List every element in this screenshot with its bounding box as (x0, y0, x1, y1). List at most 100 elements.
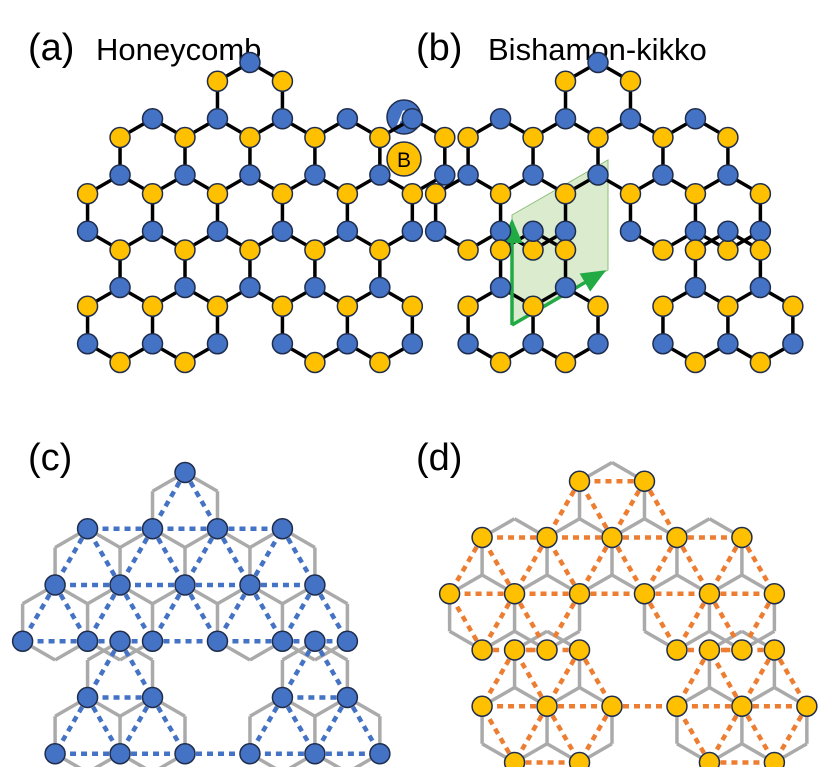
site-a (271, 220, 294, 242)
site-b (503, 639, 526, 661)
site-a (239, 574, 261, 596)
site-a (76, 220, 99, 242)
site-a (434, 164, 456, 186)
site-a (174, 164, 196, 186)
site-b (717, 295, 739, 317)
site-a (489, 220, 512, 242)
site-b (554, 183, 577, 205)
site-a (457, 164, 479, 186)
site-a (206, 630, 229, 652)
site-b (503, 751, 526, 767)
site-b (536, 526, 558, 549)
site-b (76, 295, 99, 317)
site-a (749, 220, 772, 242)
site-a (587, 333, 609, 355)
site-a (522, 164, 544, 186)
site-b (749, 183, 772, 205)
site-b (633, 470, 656, 492)
site-a (336, 686, 359, 709)
site-a (76, 333, 99, 355)
site-b (369, 239, 391, 261)
site-a (457, 333, 479, 355)
site-a (271, 686, 294, 709)
panel-c-a-sublattice (11, 461, 391, 767)
site-b (271, 183, 294, 205)
site-b (369, 126, 391, 149)
site-b (471, 639, 493, 661)
site-a (76, 518, 99, 540)
site-b (536, 639, 558, 661)
site-a (587, 51, 609, 74)
site-a (239, 51, 261, 74)
site-b (652, 295, 674, 317)
site-a (109, 164, 131, 186)
site-a (717, 164, 739, 186)
site-a (304, 164, 326, 186)
site-b (489, 239, 512, 261)
site-a (109, 743, 131, 765)
site-b (536, 695, 558, 717)
site-b (666, 526, 688, 549)
site-b (336, 295, 359, 317)
site-b (749, 239, 772, 261)
site-a (304, 276, 326, 299)
site-a (717, 333, 739, 355)
site-b (401, 183, 424, 205)
site-a (109, 276, 131, 299)
site-b (438, 583, 461, 605)
site-b (174, 351, 196, 374)
site-b (174, 239, 196, 261)
panel-d-letter: (d) (416, 437, 462, 479)
site-a (271, 518, 294, 540)
site-a (336, 220, 359, 242)
site-a (401, 108, 424, 130)
site-a (489, 276, 512, 299)
site-a (239, 743, 261, 765)
site-b (141, 295, 164, 317)
panel-a-letter: (a) (28, 27, 74, 69)
site-a (554, 220, 577, 242)
site-a (424, 220, 447, 242)
site-b (457, 295, 479, 317)
site-a (619, 220, 642, 242)
site-b (304, 351, 326, 374)
site-b (601, 526, 623, 549)
site-b (554, 351, 577, 374)
site-a (522, 333, 544, 355)
site-b (336, 183, 359, 205)
site-a (336, 333, 359, 355)
site-a (684, 220, 707, 242)
site-b (698, 639, 721, 661)
site-a (141, 630, 164, 652)
site-b (619, 70, 642, 92)
site-b (489, 351, 512, 374)
site-b (652, 126, 674, 149)
site-a (141, 220, 164, 242)
site-a (271, 333, 294, 355)
site-a (401, 333, 424, 355)
site-a (304, 743, 326, 765)
site-b (174, 126, 196, 149)
site-a (174, 574, 196, 596)
site-a (44, 574, 66, 596)
site-b (206, 183, 229, 205)
site-b (666, 695, 688, 717)
site-b (522, 295, 544, 317)
site-b (619, 183, 642, 205)
site-a (174, 743, 196, 765)
site-a (336, 108, 359, 130)
site-b (717, 126, 739, 149)
site-b (141, 183, 164, 205)
site-b (554, 70, 577, 92)
site-b (401, 295, 424, 317)
panel-b-bishamon-kikko-lattice (424, 51, 804, 374)
site-a (271, 630, 294, 652)
site-a (174, 276, 196, 299)
site-a (141, 333, 164, 355)
site-a (206, 333, 229, 355)
site-a (369, 276, 391, 299)
site-a (11, 630, 34, 652)
site-a (749, 276, 772, 299)
site-b (206, 70, 229, 92)
